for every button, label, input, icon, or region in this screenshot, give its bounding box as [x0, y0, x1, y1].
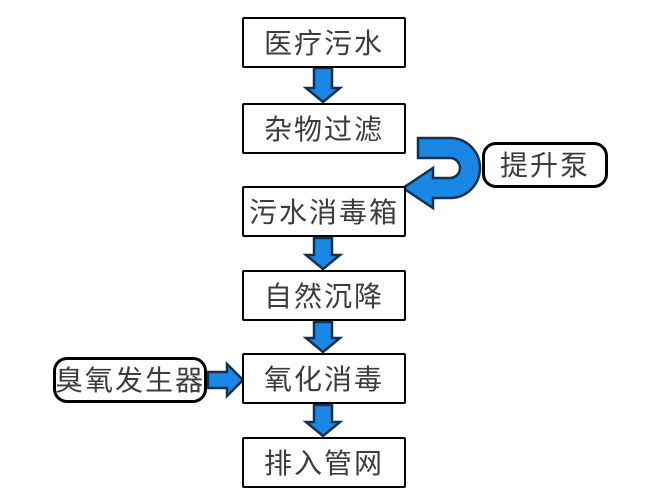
node-sewage-disinfection-tank: 污水消毒箱	[242, 186, 406, 237]
node-label: 提升泵	[499, 149, 590, 182]
node-label: 臭氧发生器	[55, 364, 206, 397]
node-medical-wastewater: 医疗污水	[242, 17, 406, 68]
arrow-down-3	[302, 320, 344, 354]
node-label: 排入管网	[263, 446, 384, 480]
node-label: 杂物过滤	[263, 112, 384, 146]
arrow-down-2	[302, 236, 344, 271]
node-label: 医疗污水	[263, 26, 384, 60]
node-lift-pump: 提升泵	[482, 142, 608, 188]
arrow-down-1	[302, 66, 344, 104]
u-turn-arrow	[400, 136, 482, 211]
node-ozone-generator: 臭氧发生器	[53, 357, 207, 403]
node-label: 氧化消毒	[263, 362, 384, 396]
node-natural-sedimentation: 自然沉降	[242, 270, 406, 321]
node-debris-filtration: 杂物过滤	[242, 103, 406, 154]
node-label: 污水消毒箱	[248, 195, 399, 229]
arrow-down-4	[302, 403, 344, 438]
node-label: 自然沉降	[263, 279, 384, 313]
node-oxidation-disinfection: 氧化消毒	[242, 353, 406, 404]
node-discharge-pipe-network: 排入管网	[242, 437, 406, 488]
arrow-right-ozone	[206, 360, 245, 400]
